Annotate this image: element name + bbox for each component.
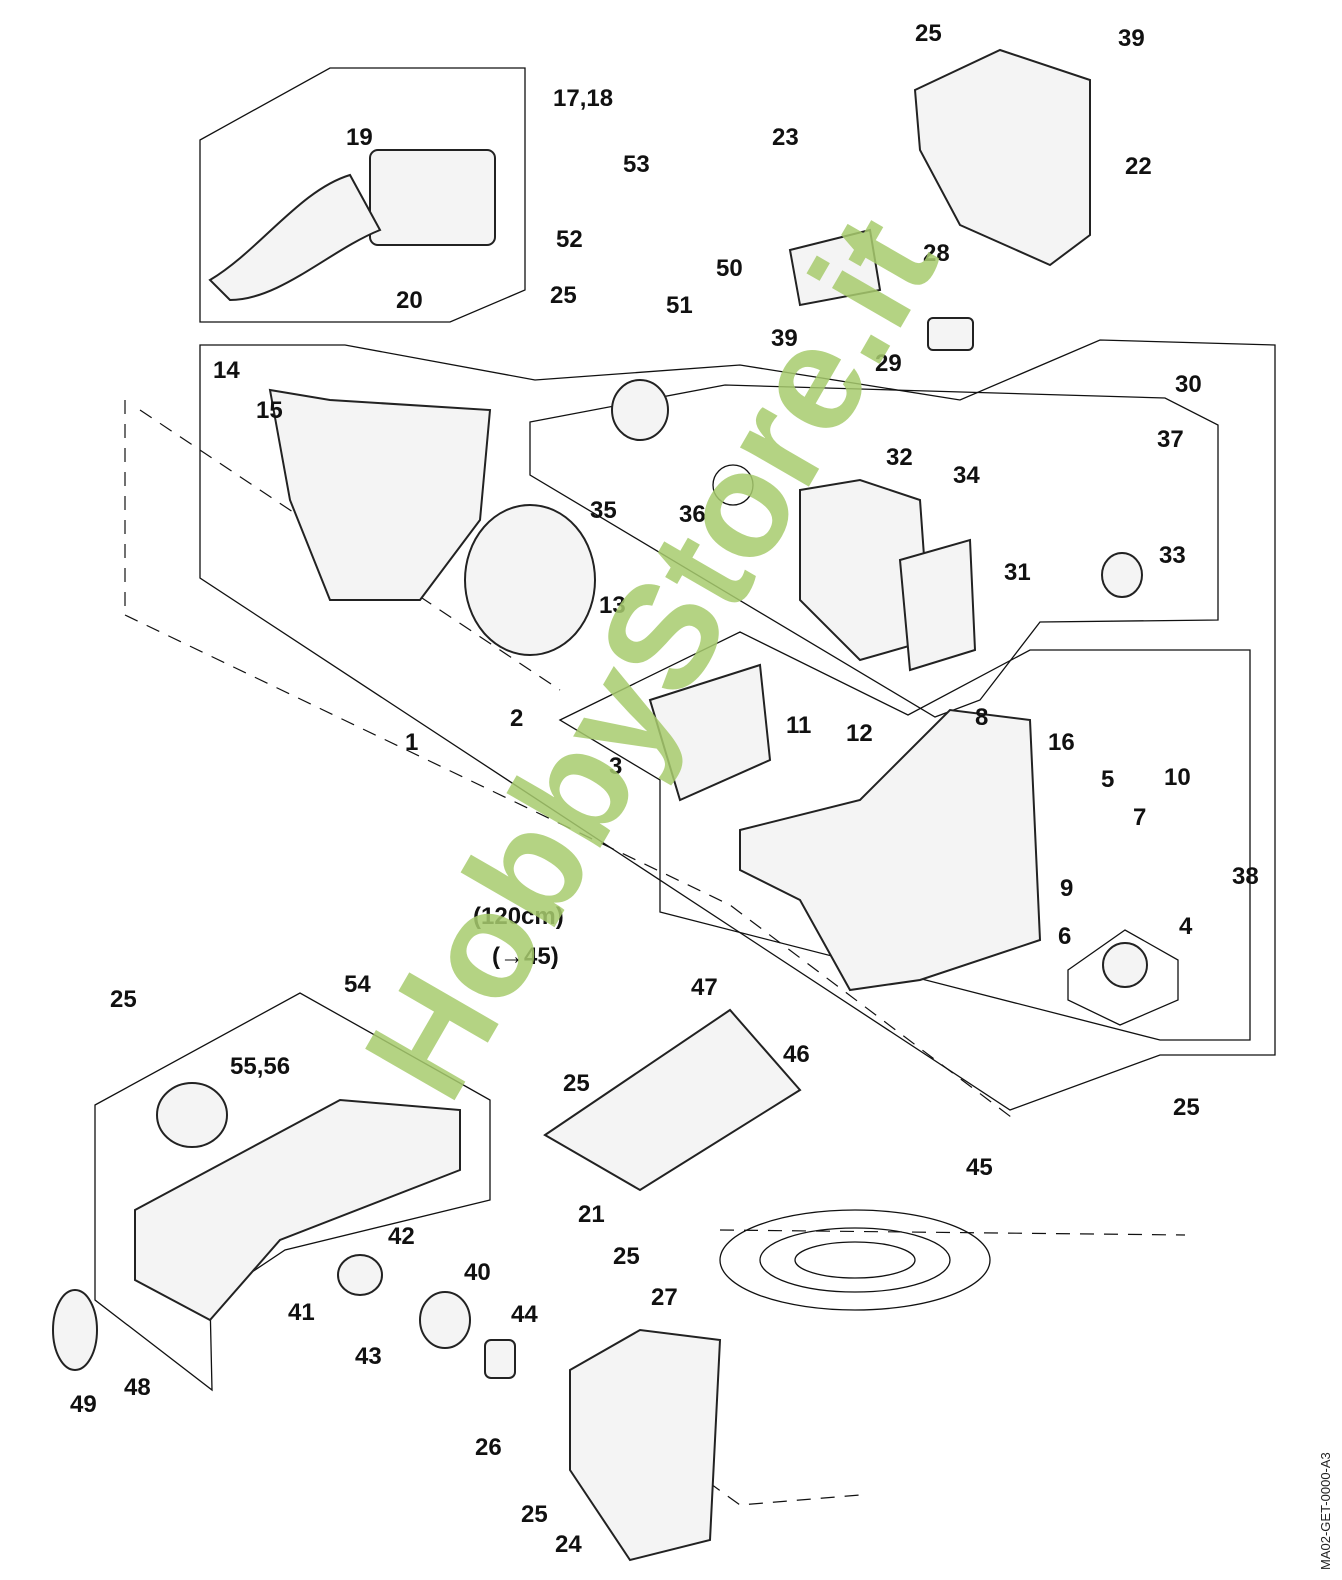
part-valve-44 [484, 1339, 516, 1379]
drawing-code: MA02-GET-0000-A3 [1318, 1452, 1333, 1570]
callout-36: 36 [679, 501, 706, 528]
part-plate-55-56 [156, 1082, 228, 1148]
callout-55-56: 55,56 [230, 1053, 291, 1080]
callout-25-d: 25 [563, 1070, 590, 1097]
part-tank-22 [913, 48, 1091, 267]
callout-9: 9 [1060, 875, 1074, 902]
part-hose-45-outer [719, 1209, 991, 1311]
part-handle-54 [134, 1098, 461, 1322]
part-engine-housing [739, 708, 1042, 992]
callout-49: 49 [70, 1391, 97, 1418]
dashed-guide-45 [719, 1229, 1186, 1236]
callout-8: 8 [975, 704, 989, 731]
callout-25-f: 25 [613, 1243, 640, 1270]
group-outline-4 [1067, 929, 1179, 1026]
callout-30: 30 [1175, 371, 1202, 398]
callout-35: 35 [590, 497, 617, 524]
callout-34: 34 [953, 462, 980, 489]
group-outline-2 [558, 631, 1251, 1041]
callout-19: 19 [346, 124, 373, 151]
part-gasket-3 [648, 663, 772, 802]
callout-22: 22 [1125, 153, 1152, 180]
callout-50: 50 [716, 255, 743, 282]
callout-41: 41 [288, 1299, 315, 1326]
group-outline-main [199, 339, 1276, 1111]
callout-53: 53 [623, 151, 650, 178]
callout-25-c: 25 [110, 986, 137, 1013]
callout-6: 6 [1058, 923, 1072, 950]
part-hose-45-inner [759, 1227, 951, 1293]
part-cap-48 [52, 1289, 98, 1371]
part-oring-36 [712, 464, 754, 506]
callout-5: 5 [1101, 766, 1115, 793]
callout-37: 37 [1157, 426, 1184, 453]
callout-38: 38 [1232, 863, 1259, 890]
part-ring-41 [337, 1254, 383, 1296]
callout-15: 15 [256, 397, 283, 424]
group-outline-54 [94, 992, 491, 1392]
callout-12: 12 [846, 720, 873, 747]
callout-29: 29 [875, 350, 902, 377]
callout-14: 14 [213, 357, 240, 384]
callout-51: 51 [666, 292, 693, 319]
callout-23: 23 [772, 124, 799, 151]
callout-46: 46 [783, 1041, 810, 1068]
callout-45: 45 [966, 1154, 993, 1181]
callout-31: 31 [1004, 559, 1031, 586]
callout-2: 2 [510, 705, 524, 732]
callout-54: 54 [344, 971, 371, 998]
part-filter-33 [1101, 552, 1143, 598]
callout-48: 48 [124, 1374, 151, 1401]
callout-32: 32 [886, 444, 913, 471]
callout-43: 43 [355, 1343, 382, 1370]
callout-44: 44 [511, 1301, 538, 1328]
callout-4: 4 [1179, 913, 1193, 940]
callout-52: 52 [556, 226, 583, 253]
part-wiring-harness [208, 173, 382, 302]
callout-10: 10 [1164, 764, 1191, 791]
group-outline-30 [529, 384, 1219, 718]
callout-47: 47 [691, 974, 718, 1001]
callout-25-a: 25 [550, 282, 577, 309]
callout-40: 40 [464, 1259, 491, 1286]
dashed-guide-diag-1 [124, 614, 1016, 1121]
part-wiring-23 [788, 228, 882, 307]
length-note: (120cm) [473, 903, 564, 930]
part-gasket-31 [898, 538, 977, 672]
callout-21: 21 [578, 1201, 605, 1228]
callout-25-g: 25 [521, 1501, 548, 1528]
part-sensor-29 [927, 317, 974, 351]
part-fan-housing-14 [268, 388, 492, 601]
callout-25-b: 25 [915, 20, 942, 47]
callout-26: 26 [475, 1434, 502, 1461]
callout-20: 20 [396, 287, 423, 314]
part-bearing-4 [1102, 942, 1148, 988]
callout-24: 24 [555, 1531, 582, 1558]
part-pump-40 [419, 1291, 471, 1349]
callout-13: 13 [599, 592, 626, 619]
callout-1: 1 [405, 729, 419, 756]
callout-27: 27 [651, 1284, 678, 1311]
callout-7: 7 [1133, 804, 1147, 831]
callout-17-18: 17,18 [553, 85, 614, 112]
part-battery-housing [369, 149, 496, 246]
callout-25-e: 25 [1173, 1094, 1200, 1121]
callout-16: 16 [1048, 729, 1075, 756]
group-outline-17-18 [199, 67, 526, 323]
callout-3: 3 [609, 753, 623, 780]
part-flywheel-13 [464, 504, 596, 656]
callout-39-b: 39 [1118, 25, 1145, 52]
callout-33: 33 [1159, 542, 1186, 569]
callout-28: 28 [923, 240, 950, 267]
part-cover-24 [569, 1328, 722, 1562]
reference-note: (→45) [492, 943, 559, 970]
callout-42: 42 [388, 1223, 415, 1250]
callout-39-a: 39 [771, 325, 798, 352]
part-pump-35 [611, 379, 669, 441]
part-base-46 [543, 1008, 802, 1192]
callout-11: 11 [786, 712, 812, 739]
part-hose-45-core [794, 1241, 916, 1279]
